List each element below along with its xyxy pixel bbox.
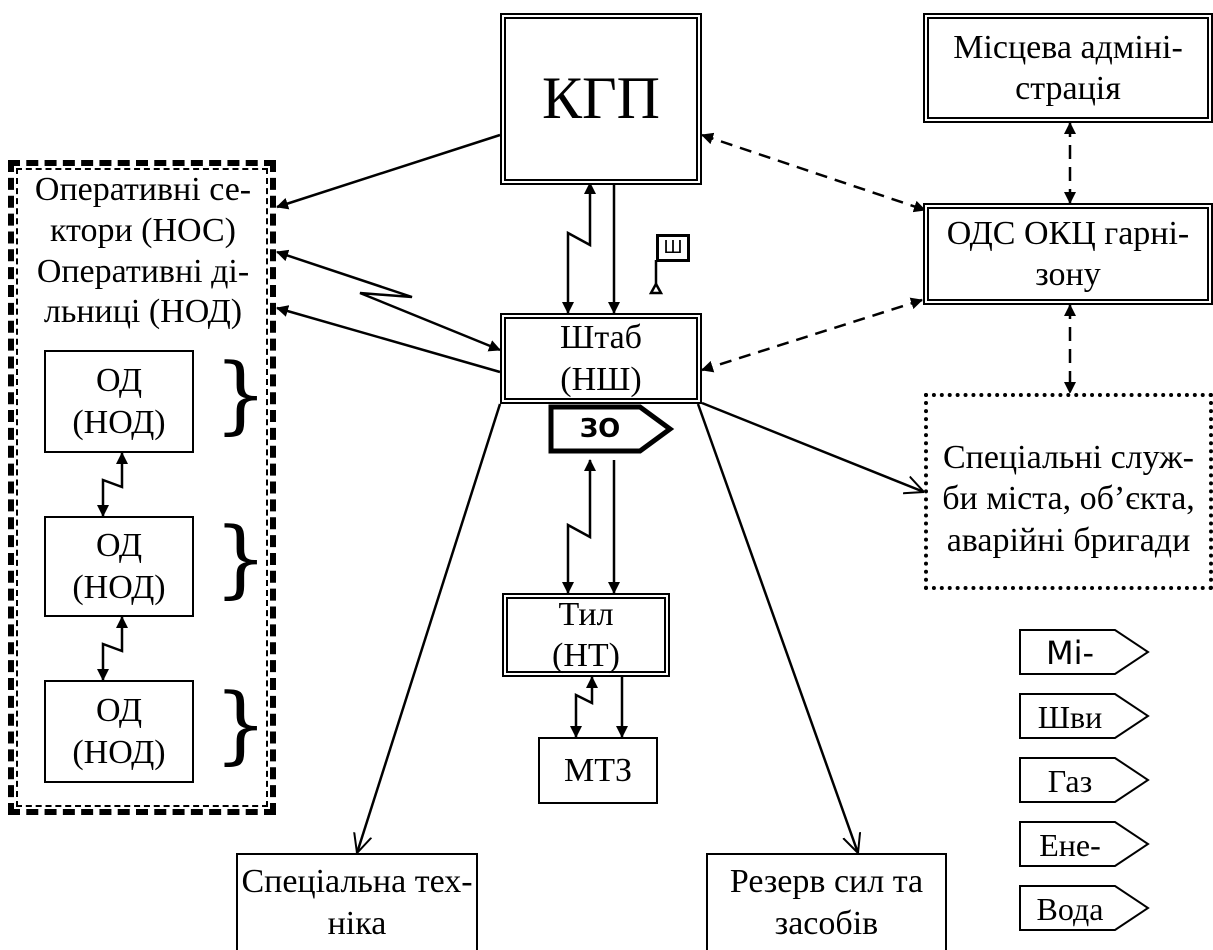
radio-link-od2-od3 — [97, 616, 128, 681]
special-equipment-label: Спеціальна тех- ніка — [241, 863, 473, 942]
tag-shape-1 — [1019, 693, 1150, 739]
ods-node: ОДС ОКЦ гарні- зону — [923, 203, 1213, 305]
zo-tag-label: ЗО — [579, 414, 621, 444]
tag-label-2: Газ — [1047, 763, 1093, 799]
tag-shape-4 — [1019, 885, 1150, 931]
arrow-staff-to-reserve — [696, 403, 858, 853]
tag-shape-3 — [1019, 821, 1150, 867]
staff-label: Штаб (НШ) — [560, 319, 642, 398]
staff-flag-box: Ш — [656, 234, 690, 262]
special-services-node: Спеціальні служ- би міста, об’єкта, авар… — [924, 393, 1213, 590]
od-2-label: ОД (НОД) — [72, 527, 166, 606]
staff-flag-icon — [648, 260, 664, 295]
kgp-label: КГП — [541, 65, 661, 132]
mtz-label: МТЗ — [563, 751, 633, 789]
od-node-1: ОД (НОД) — [44, 350, 194, 453]
od-node-3: ОД (НОД) — [44, 680, 194, 783]
radio-link-od1-od2 — [97, 452, 128, 517]
od-3-label: ОД (НОД) — [72, 692, 166, 771]
reserve-node: Резерв сил та засобів — [706, 853, 947, 950]
local-admin-label: Місцева адміні- страція — [953, 28, 1183, 107]
od-1-brace: } — [214, 345, 268, 443]
reserve-label: Резерв сил та засобів — [729, 863, 924, 942]
radio-link-rear-mtz — [570, 676, 598, 738]
arrow-staff-to-services — [701, 401, 924, 492]
tag-shape-2 — [1019, 757, 1150, 803]
od-1-label: ОД (НОД) — [72, 362, 166, 441]
rear-label: Тил (НТ) — [552, 595, 620, 674]
radio-link-staff-sectors — [276, 249, 501, 352]
mtz-node: МТЗ — [538, 737, 658, 804]
staff-node: Штаб (НШ) — [500, 313, 702, 404]
operative-sectors-container — [8, 160, 276, 815]
tag-label-4: Вода — [1036, 891, 1104, 927]
od-2-brace: } — [214, 509, 268, 607]
od-3-brace: } — [214, 675, 268, 773]
arrow-kgp-to-sectors — [276, 133, 501, 210]
kgp-node: КГП — [500, 13, 702, 185]
local-admin-node: Місцева адміні- страція — [923, 13, 1213, 123]
special-services-label: Спеціальні служ- би міста, об’єкта, авар… — [942, 439, 1195, 559]
arrow-kgp-ods-dashed — [701, 132, 926, 213]
rear-node: Тил (НТ) — [502, 593, 670, 677]
radio-link-kgp-staff — [562, 182, 596, 314]
od-node-2: ОД (НОД) — [44, 516, 194, 617]
arrow-ods-staff-dashed — [701, 297, 923, 373]
ods-label: ОДС ОКЦ гарні- зону — [946, 214, 1190, 293]
operative-sectors-label: Оперативні се- ктори (НОС) Оперативні ді… — [34, 171, 252, 331]
operative-sectors-text: Оперативні се- ктори (НОС) Оперативні ді… — [18, 170, 268, 333]
tag-label-1: Шви — [1037, 699, 1103, 735]
arrow-staff-to-sectors — [276, 305, 501, 374]
arrow-staff-to-equipment — [357, 403, 502, 853]
tag-label-0: Мі- — [1045, 634, 1095, 672]
staff-flag-label: Ш — [663, 237, 683, 259]
radio-link-staff-rear — [562, 459, 596, 594]
tag-shape-0 — [1019, 629, 1150, 675]
tag-label-3: Ене- — [1039, 827, 1101, 863]
special-equipment-node: Спеціальна тех- ніка — [236, 853, 478, 950]
zo-tag-icon — [548, 404, 675, 454]
